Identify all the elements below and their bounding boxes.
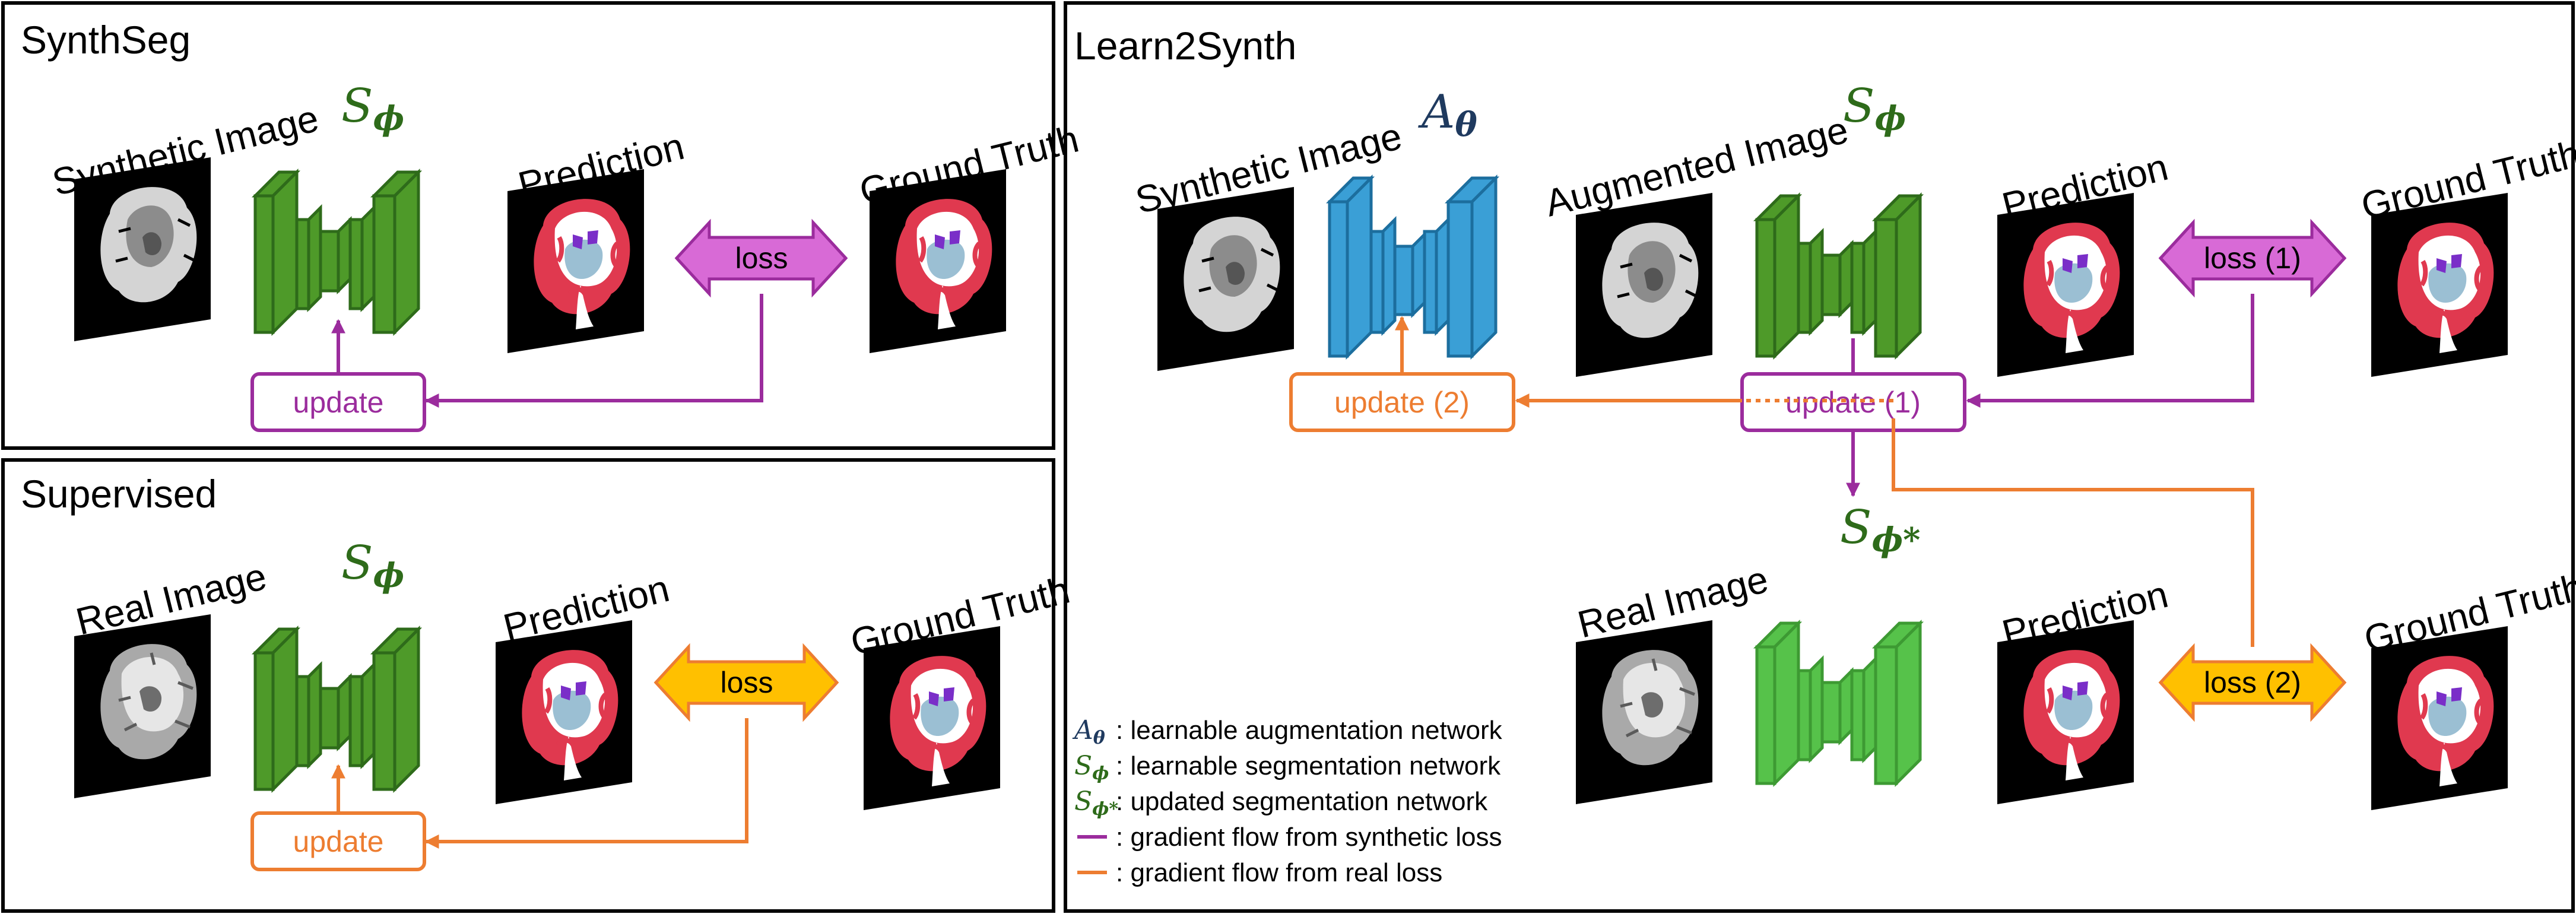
updated-segmentation-network [1753,619,1924,788]
supervised-title: Supervised [21,472,217,516]
gradient-flow-synthetic [1966,294,2254,408]
loss-arrow: loss [653,643,839,722]
svg-text:Sϕ*: Sϕ* [1074,786,1118,820]
legend: Aθ : learnable augmentation network Sϕ :… [1072,715,1503,887]
svg-text:Aθ: Aθ [1072,715,1105,748]
real-image [74,614,211,798]
legend-item-augmentation: Aθ : learnable augmentation network [1072,715,1503,748]
svg-text:: gradient flow from synthetic: : gradient flow from synthetic loss [1116,823,1502,852]
segmentation-symbol: Sϕ [1843,80,1906,138]
loss-label: loss [735,242,788,275]
gradient-flow-synthetic [424,294,763,408]
segmentation-network [1753,192,1924,360]
segmentation-network [251,625,423,794]
legend-item-segmentation: Sϕ : learnable segmentation network [1074,751,1501,784]
real-image [1576,620,1712,804]
augmentation-symbol: Aθ [1418,85,1477,144]
updated-segmentation-symbol: Sϕ* [1840,501,1920,560]
learn2synth-title: Learn2Synth [1074,24,1296,68]
svg-text:: gradient flow from real loss: : gradient flow from real loss [1116,858,1442,887]
gradient-flow-real [424,718,748,849]
prediction-image [496,620,632,804]
loss-2-arrow: loss (2) [2158,643,2347,722]
update-2-label: update (2) [1334,386,1470,419]
svg-text:: updated segmentation network: : updated segmentation network [1116,787,1488,816]
loss-label: loss [721,666,773,699]
learn2synth-panel [1064,1,2575,913]
synthseg-panel [1,1,1055,450]
segmentation-network [251,168,423,337]
loss-2-label: loss (2) [2204,666,2301,699]
augmented-image [1576,193,1712,377]
loss-1-arrow: loss (1) [2158,218,2347,298]
legend-item-updated-segmentation: Sϕ* : updated segmentation network [1074,786,1488,820]
synthetic-image [1157,187,1294,371]
svg-text:: learnable augmentation netwo: : learnable augmentation network [1116,716,1503,745]
update-label: update [293,825,384,858]
augmentation-network [1325,174,1500,360]
svg-text:: learnable segmentation netwo: : learnable segmentation network [1116,751,1501,780]
legend-item-real-flow: : gradient flow from real loss [1077,858,1442,887]
loss-arrow: loss [674,218,848,298]
network-symbol: Sϕ [341,80,404,138]
svg-text:Sϕ: Sϕ [1074,751,1109,784]
gradient-flow-real [1892,418,2254,647]
legend-item-synthetic-flow: : gradient flow from synthetic loss [1077,823,1502,852]
loss-1-label: loss (1) [2204,242,2301,275]
supervised-panel [1,458,1055,913]
update-label: update [293,386,384,419]
synthseg-title: SynthSeg [21,18,191,62]
network-symbol: Sϕ [341,537,404,595]
